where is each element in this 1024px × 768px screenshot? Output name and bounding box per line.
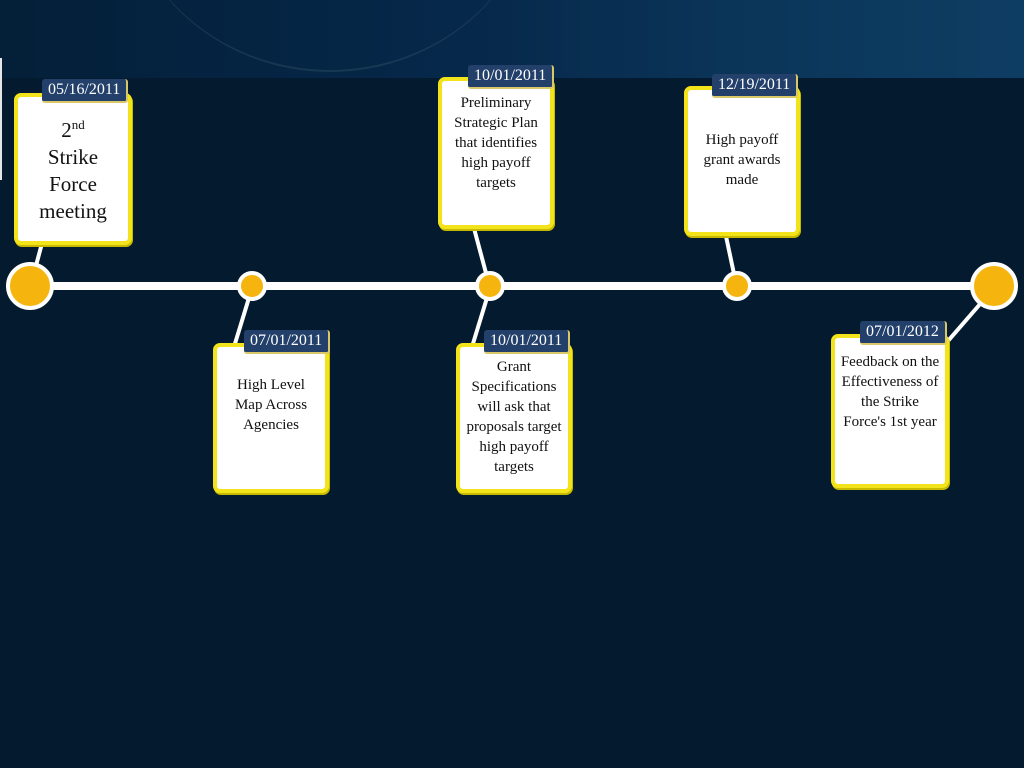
event-date-tag: 07/01/2011 <box>244 330 331 354</box>
event-date-tag: 12/19/2011 <box>712 74 799 98</box>
event-description: 2nd Strike Force meeting <box>39 117 107 223</box>
event-description: Preliminary Strategic Plan that identifi… <box>454 95 538 191</box>
event-card: Grant Specifications will ask that propo… <box>456 343 572 493</box>
timeline-node-event-3 <box>475 271 505 301</box>
event-card: 2nd Strike Force meeting <box>14 93 132 245</box>
event-description: Feedback on the Effectiveness of the Str… <box>840 354 940 430</box>
event-description: Grant Specifications will ask that propo… <box>466 359 562 475</box>
timeline-axis <box>20 282 1002 290</box>
event-description: High Level Map Across Agencies <box>234 377 308 433</box>
timeline-node-event-2 <box>237 271 267 301</box>
event-card: High Level Map Across Agencies <box>213 343 329 493</box>
event-date-tag: 05/16/2011 <box>42 79 129 103</box>
event-card: Feedback on the Effectiveness of the Str… <box>831 334 949 488</box>
timeline-start-node <box>6 262 54 310</box>
event-description: High payoff grant awards made <box>703 132 781 188</box>
timeline-node-event-5 <box>722 271 752 301</box>
timeline-end-node <box>970 262 1018 310</box>
event-date-tag: 10/01/2011 <box>484 330 571 354</box>
event-card: High payoff grant awards made <box>684 86 800 236</box>
left-edge-bar <box>0 58 2 180</box>
event-date-tag: 07/01/2012 <box>860 321 947 345</box>
decorative-arc <box>120 0 540 72</box>
event-card: Preliminary Strategic Plan that identifi… <box>438 77 554 229</box>
event-date-tag: 10/01/2011 <box>468 65 555 89</box>
